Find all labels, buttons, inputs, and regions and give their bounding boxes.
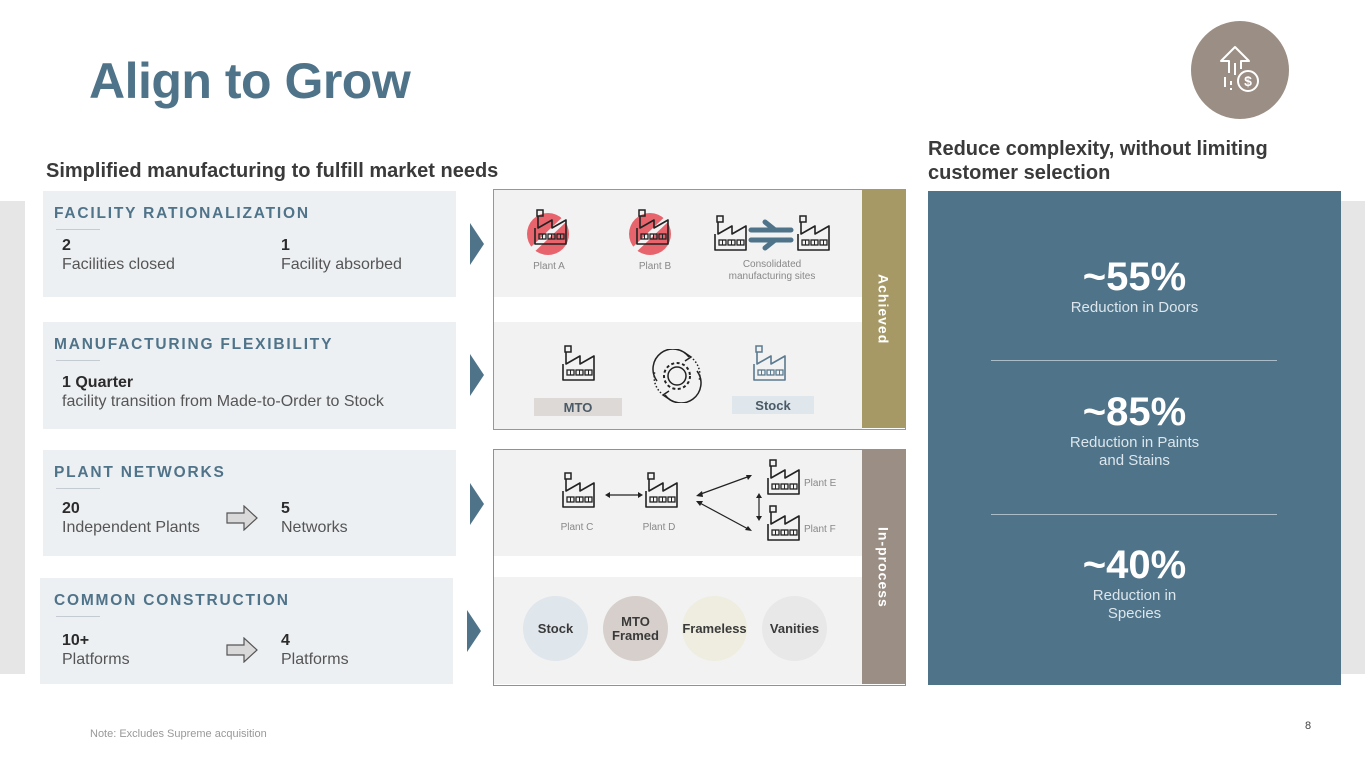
stock-label: Stock xyxy=(732,396,814,414)
stat-value: 20 xyxy=(62,500,80,517)
stat-value: 10+ xyxy=(62,632,90,649)
metric-value: ~40% xyxy=(1082,543,1187,587)
consolidation-icon xyxy=(714,215,830,251)
achieved-tag: Achieved xyxy=(862,190,905,428)
metric-value: ~55% xyxy=(1082,255,1187,299)
plant-label: Plant A xyxy=(533,261,565,272)
plant-label: Plant C xyxy=(560,522,594,533)
category-mto-framed: MTO Framed xyxy=(603,596,668,661)
metric-doors: ~55% Reduction in Doors xyxy=(928,255,1341,317)
stat-platforms-after: 4 Platforms xyxy=(281,631,349,669)
arrow-right-icon xyxy=(226,505,258,531)
plant-label: Plant B xyxy=(638,261,672,272)
factory-icon xyxy=(767,505,800,541)
card-plant-networks: PLANT NETWORKS 20 Independent Plants 5 N… xyxy=(43,450,456,556)
divider xyxy=(56,488,100,489)
in-process-frame: Plant C Plant D Plant E Plant F Stock xyxy=(493,449,906,686)
stock-factory-icon xyxy=(753,345,786,381)
card-manufacturing-flexibility: MANUFACTURING FLEXIBILITY 1 Quarter faci… xyxy=(43,322,456,429)
stat-independent-plants: 20 Independent Plants xyxy=(62,499,200,537)
arrow-right-icon xyxy=(226,637,258,663)
in-process-tag-text: In-process xyxy=(875,526,892,608)
card-heading: FACILITY RATIONALIZATION xyxy=(54,205,310,222)
stat-value: 5 xyxy=(281,500,290,517)
stat-facility-absorbed: 1 Facility absorbed xyxy=(281,236,402,274)
chevron-right-icon xyxy=(467,610,481,652)
gear-cycle-icon xyxy=(652,349,702,403)
metric-species: ~40% Reduction in Species xyxy=(928,543,1341,623)
closed-factory-icon xyxy=(629,209,673,255)
closed-factory-icon xyxy=(527,209,571,255)
metric-value: ~85% xyxy=(1082,390,1187,434)
stat-label: Platforms xyxy=(62,651,130,668)
metric-label: Reduction in Paints and Stains xyxy=(1069,434,1200,469)
plant-label: Plant F xyxy=(804,524,836,535)
stat-label: Independent Plants xyxy=(62,519,200,536)
divider xyxy=(56,229,100,230)
stat-facilities-closed: 2 Facilities closed xyxy=(62,236,175,274)
plant-label: Plant D xyxy=(642,522,676,533)
stat-label: Facility absorbed xyxy=(281,256,402,273)
panel-plant-network: Plant C Plant D Plant E Plant F xyxy=(494,450,862,556)
achieved-tag-text: Achieved xyxy=(875,273,892,345)
category-stock: Stock xyxy=(523,596,588,661)
card-common-construction: COMMON CONSTRUCTION 10+ Platforms 4 Plat… xyxy=(40,578,453,684)
metric-label: Reduction in Doors xyxy=(1070,299,1199,316)
card-heading: PLANT NETWORKS xyxy=(54,464,226,481)
stat-value: 1 Quarter xyxy=(62,374,134,391)
stat-value: 1 xyxy=(281,237,290,254)
stat-label: Facilities closed xyxy=(62,256,175,273)
achieved-frame: Plant A Plant B Consolidated manufacturi… xyxy=(493,189,906,430)
stat-networks: 5 Networks xyxy=(281,499,348,537)
right-decor-strip xyxy=(1340,201,1365,674)
page-title: Align to Grow xyxy=(89,53,411,109)
stat-platforms-before: 10+ Platforms xyxy=(62,631,130,669)
divider xyxy=(56,360,100,361)
divider xyxy=(991,360,1277,361)
branch-arrows-icon xyxy=(696,475,752,531)
card-heading: MANUFACTURING FLEXIBILITY xyxy=(54,336,334,353)
divider xyxy=(991,514,1277,515)
divider xyxy=(56,616,100,617)
left-decor-strip xyxy=(0,201,25,674)
metrics-panel: ~55% Reduction in Doors ~85% Reduction i… xyxy=(928,191,1341,685)
factory-icon xyxy=(767,459,800,495)
section-subtitle-left: Simplified manufacturing to fulfill mark… xyxy=(46,160,499,182)
stat-value: 4 xyxy=(281,632,290,649)
svg-text:$: $ xyxy=(1244,73,1252,89)
footnote: Note: Excludes Supreme acquisition xyxy=(90,728,267,740)
metric-label: Reduction in Species xyxy=(1092,587,1177,622)
header-badge: $ xyxy=(1191,21,1289,119)
plant-label: Plant E xyxy=(804,478,837,489)
page-number: 8 xyxy=(1305,720,1312,732)
stat-label: facility transition from Made-to-Order t… xyxy=(62,393,384,410)
stat-label: Platforms xyxy=(281,651,349,668)
consolidated-label: Consolidated manufacturing sites xyxy=(728,259,816,282)
card-heading: COMMON CONSTRUCTION xyxy=(54,592,290,609)
metric-paints-stains: ~85% Reduction in Paints and Stains xyxy=(928,390,1341,470)
double-arrow-icon xyxy=(605,492,643,498)
section-subtitle-right: Reduce complexity, without limiting cust… xyxy=(928,138,1268,184)
chevron-right-icon xyxy=(470,223,484,265)
panel-mto-to-stock: MTO Stock xyxy=(494,322,862,429)
growth-dollar-icon: $ xyxy=(1220,46,1259,92)
factory-icon xyxy=(562,472,595,508)
stat-label: Networks xyxy=(281,519,348,536)
mto-label: MTO xyxy=(534,398,622,416)
card-facility-rationalization: FACILITY RATIONALIZATION 2 Facilities cl… xyxy=(43,191,456,297)
panel-product-categories: Stock MTO Framed Frameless Vanities xyxy=(494,577,862,684)
stat-transition-time: 1 Quarter facility transition from Made-… xyxy=(62,373,392,411)
category-vanities: Vanities xyxy=(762,596,827,661)
vertical-double-arrow-icon xyxy=(756,493,762,521)
chevron-right-icon xyxy=(470,354,484,396)
mto-factory-icon xyxy=(562,345,595,381)
in-process-tag: In-process xyxy=(862,450,905,684)
factory-icon xyxy=(645,472,678,508)
stat-value: 2 xyxy=(62,237,71,254)
category-frameless: Frameless xyxy=(682,596,747,661)
panel-facility-consolidation: Plant A Plant B Consolidated manufacturi… xyxy=(494,190,862,297)
chevron-right-icon xyxy=(470,483,484,525)
